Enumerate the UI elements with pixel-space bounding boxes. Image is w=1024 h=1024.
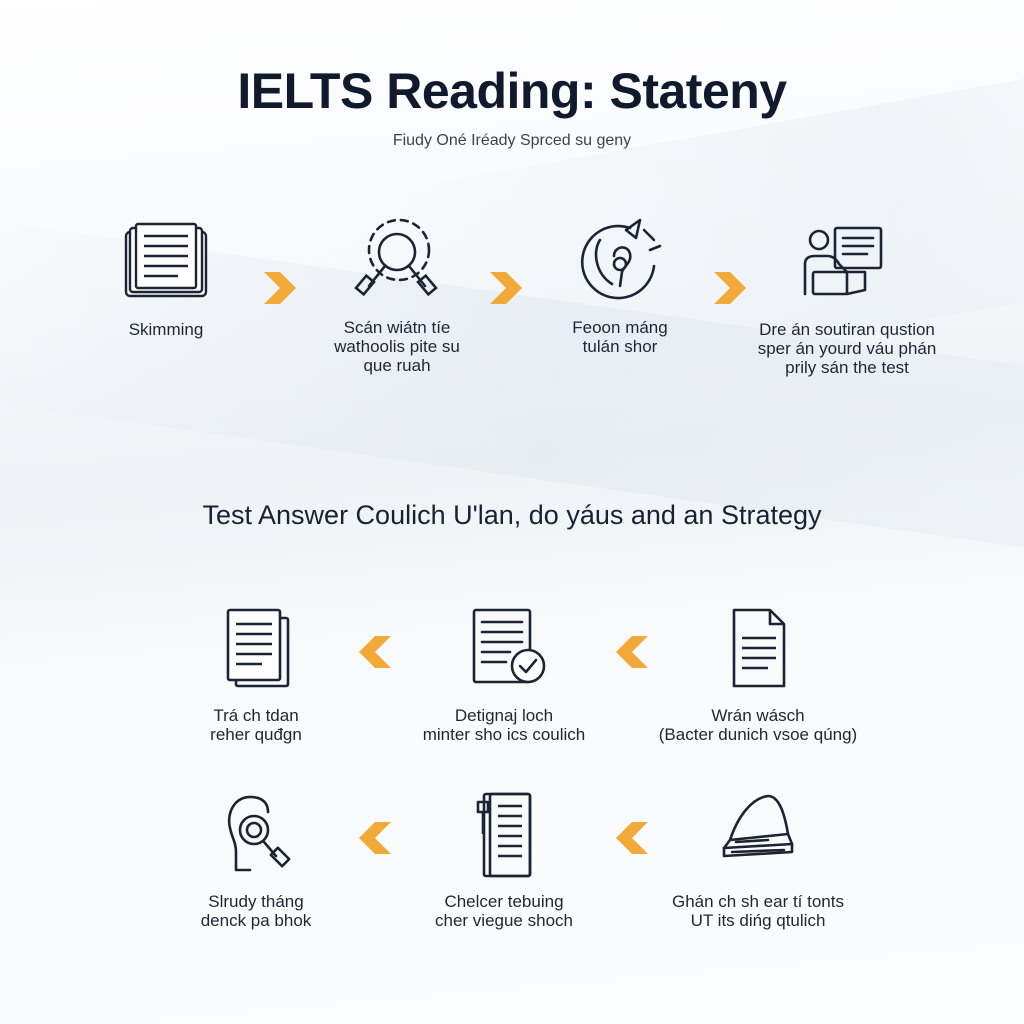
step-bottom-1: Slrudy tháng denck pa bhok — [136, 790, 376, 930]
head-magnifier-icon — [227, 795, 291, 872]
step-label: Trá ch tdan reher quđgn — [210, 706, 302, 744]
step-bottom-2: Chelcer tebuing cher viegue shoch — [384, 790, 624, 930]
step-label: Scán wiátn tíe wathoolis pite su que rua… — [334, 318, 460, 375]
step-label: Chelcer tebuing cher viegue shoch — [435, 892, 573, 930]
section-title: Test Answer Coulich U'lan, do yáus and a… — [202, 500, 822, 530]
step-label: Skimming — [128, 320, 204, 339]
chevron-left-icon — [359, 822, 391, 854]
page-subtitle: Fiudy Oné Iréady Sprced su geny — [392, 132, 632, 149]
step-label: Dre án soutiran qustion sper án yourd vá… — [757, 320, 937, 377]
chevron-left-icon — [616, 822, 648, 854]
step-bottom-3: Ghán ch sh ear tí tonts UT its dińg qtul… — [638, 790, 878, 930]
step-skimming: Skimming — [46, 220, 286, 339]
step-middle-3: Wrán wásch (Bacter dunich vsoe qúng) — [638, 604, 878, 744]
notebook-icon — [476, 792, 532, 878]
chevron-left-icon — [359, 636, 391, 668]
document-page-icon — [732, 608, 786, 688]
brain-head-icon — [580, 218, 662, 300]
chevron-right-icon — [264, 272, 296, 304]
document-check-icon — [472, 608, 546, 684]
step-focus: Feoon máng tulán shor — [500, 216, 740, 356]
document-stack-icon — [226, 608, 290, 688]
step-scanning: Scán wiátn tíe wathoolis pite su que rua… — [277, 216, 517, 375]
step-answer-question: Dre án soutiran qustion sper án yourd vá… — [727, 220, 967, 377]
page-title: IELTS Reading: Stateny — [237, 63, 787, 119]
stapler-icon — [722, 794, 794, 858]
step-label: Ghán ch sh ear tí tonts UT its dińg qtul… — [672, 892, 844, 930]
presenter-board-icon — [803, 226, 883, 296]
step-middle-1: Trá ch tdan reher quđgn — [136, 604, 376, 744]
step-label: Feoon máng tulán shor — [572, 318, 668, 356]
chevron-right-icon — [490, 272, 522, 304]
chevron-left-icon — [616, 636, 648, 668]
step-middle-2: Detignaj loch minter sho ics coulich — [384, 604, 624, 744]
document-stack-icon — [124, 222, 208, 298]
magnifier-icon — [354, 218, 438, 297]
step-label: Wrán wásch (Bacter dunich vsoe qúng) — [658, 706, 858, 744]
step-label: Slrudy tháng denck pa bhok — [200, 892, 312, 930]
chevron-right-icon — [714, 272, 746, 304]
step-label: Detignaj loch minter sho ics coulich — [422, 706, 586, 744]
